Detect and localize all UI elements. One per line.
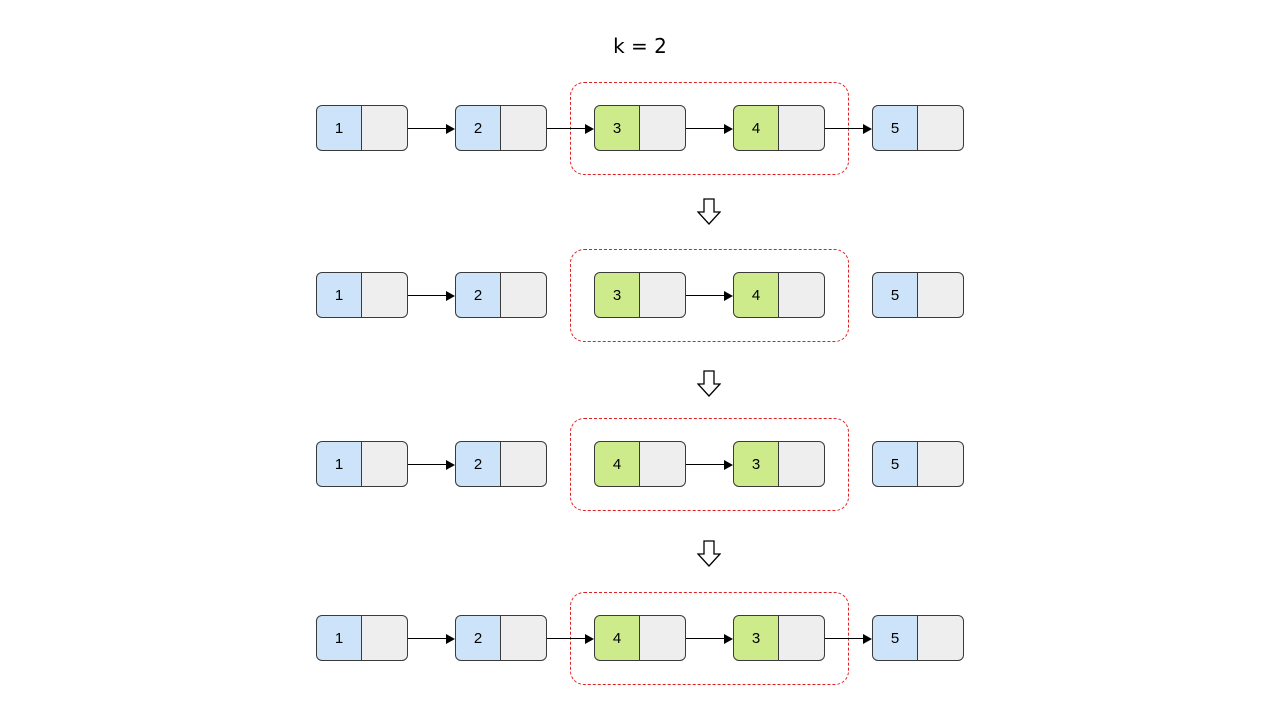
node-value: 2 bbox=[455, 272, 501, 318]
list-node: 4 bbox=[733, 105, 825, 151]
node-value: 2 bbox=[455, 441, 501, 487]
list-node: 3 bbox=[733, 615, 825, 661]
node-pointer bbox=[361, 272, 408, 318]
list-node: 4 bbox=[594, 441, 686, 487]
next-arrow bbox=[408, 291, 455, 301]
node-value: 2 bbox=[455, 105, 501, 151]
node-pointer bbox=[500, 615, 547, 661]
list-node: 2 bbox=[455, 615, 547, 661]
list-node: 1 bbox=[316, 615, 408, 661]
list-node: 4 bbox=[594, 615, 686, 661]
list-node: 1 bbox=[316, 441, 408, 487]
node-value: 1 bbox=[316, 105, 362, 151]
list-node: 3 bbox=[594, 105, 686, 151]
node-pointer bbox=[361, 615, 408, 661]
next-arrow bbox=[408, 124, 455, 134]
node-value: 5 bbox=[872, 105, 918, 151]
list-node: 3 bbox=[594, 272, 686, 318]
node-value: 2 bbox=[455, 615, 501, 661]
diagram-title: k = 2 bbox=[613, 34, 667, 58]
node-pointer bbox=[917, 441, 964, 487]
node-pointer bbox=[639, 441, 686, 487]
next-arrow bbox=[686, 291, 733, 301]
node-value: 4 bbox=[594, 441, 640, 487]
node-pointer bbox=[778, 441, 825, 487]
node-pointer bbox=[500, 105, 547, 151]
node-pointer bbox=[778, 272, 825, 318]
node-pointer bbox=[917, 272, 964, 318]
node-value: 3 bbox=[594, 105, 640, 151]
node-pointer bbox=[639, 615, 686, 661]
next-arrow bbox=[547, 634, 594, 644]
node-pointer bbox=[917, 615, 964, 661]
list-node: 2 bbox=[455, 441, 547, 487]
node-value: 1 bbox=[316, 441, 362, 487]
node-value: 5 bbox=[872, 272, 918, 318]
list-node: 1 bbox=[316, 105, 408, 151]
next-arrow bbox=[686, 460, 733, 470]
node-value: 3 bbox=[594, 272, 640, 318]
node-pointer bbox=[500, 441, 547, 487]
node-value: 5 bbox=[872, 441, 918, 487]
node-value: 3 bbox=[733, 615, 779, 661]
next-arrow bbox=[408, 634, 455, 644]
node-value: 3 bbox=[733, 441, 779, 487]
next-arrow bbox=[686, 634, 733, 644]
node-pointer bbox=[361, 105, 408, 151]
list-node: 5 bbox=[872, 105, 964, 151]
list-node: 5 bbox=[872, 441, 964, 487]
node-value: 4 bbox=[594, 615, 640, 661]
down-arrow-icon bbox=[697, 540, 721, 567]
next-arrow bbox=[408, 460, 455, 470]
next-arrow bbox=[686, 124, 733, 134]
next-arrow bbox=[825, 634, 872, 644]
node-pointer bbox=[500, 272, 547, 318]
node-pointer bbox=[917, 105, 964, 151]
list-node: 5 bbox=[872, 272, 964, 318]
node-pointer bbox=[778, 615, 825, 661]
next-arrow bbox=[825, 124, 872, 134]
list-node: 3 bbox=[733, 441, 825, 487]
list-node: 5 bbox=[872, 615, 964, 661]
node-value: 1 bbox=[316, 615, 362, 661]
node-value: 1 bbox=[316, 272, 362, 318]
node-value: 5 bbox=[872, 615, 918, 661]
reverse-group-box bbox=[570, 249, 849, 342]
next-arrow bbox=[547, 124, 594, 134]
node-pointer bbox=[639, 105, 686, 151]
list-node: 2 bbox=[455, 272, 547, 318]
node-pointer bbox=[778, 105, 825, 151]
down-arrow-icon bbox=[697, 370, 721, 397]
down-arrow-icon bbox=[697, 198, 721, 225]
node-value: 4 bbox=[733, 272, 779, 318]
reverse-group-box bbox=[570, 418, 849, 511]
list-node: 2 bbox=[455, 105, 547, 151]
list-node: 1 bbox=[316, 272, 408, 318]
node-value: 4 bbox=[733, 105, 779, 151]
node-pointer bbox=[361, 441, 408, 487]
node-pointer bbox=[639, 272, 686, 318]
list-node: 4 bbox=[733, 272, 825, 318]
